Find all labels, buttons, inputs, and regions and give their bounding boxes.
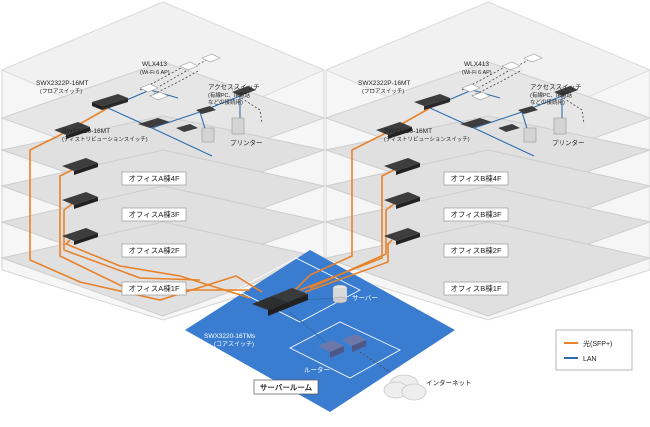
- access-switch-icon: [460, 118, 492, 128]
- core-switches: [252, 288, 308, 316]
- floor-switch-2f-icon: [62, 228, 98, 241]
- access-switch-icon: [176, 124, 198, 132]
- router-icon: [342, 334, 366, 346]
- ap-icon: [471, 91, 491, 101]
- router-zone: [289, 321, 401, 379]
- access-switch-label: アクセススイッチ: [208, 83, 260, 91]
- floor-label-4f: オフィスA棟4F: [128, 173, 180, 183]
- left-floor-labels: オフィスA棟4F オフィスA棟3F オフィスA棟2F オフィスA棟1F: [121, 171, 187, 296]
- ap-icon: [501, 61, 521, 71]
- access-switch-icon: [554, 86, 578, 96]
- ap-icon: [149, 91, 169, 101]
- core-switch-label: SWX3220-16TMs: [204, 333, 256, 340]
- server-label: サーバー: [352, 294, 378, 302]
- printer-icon: [553, 117, 567, 135]
- printer-icon: [231, 117, 245, 135]
- dist-switch-label: SWX3220-16MT: [62, 128, 110, 135]
- ap-sublabel: (Wi-Fi 6 AP): [140, 70, 170, 76]
- floor-switch-icon: [92, 94, 128, 106]
- ap-icon: [523, 53, 543, 63]
- left-labels: SWX2322P-16MT (フロアスイッチ) SWX3220-16MT (ディ…: [36, 61, 263, 147]
- ap-icon: [179, 61, 199, 71]
- floor-label-3f: オフィスA棟3F: [128, 209, 180, 219]
- printer-label: プリンター: [552, 138, 585, 147]
- floor-switch-3f-icon: [384, 192, 420, 205]
- floor-switch-sublabel: (フロアスイッチ): [362, 88, 404, 95]
- core-switch-icon: [272, 288, 308, 302]
- ap-icon: [461, 83, 481, 93]
- access-switch-icon: [196, 106, 216, 114]
- server-icon: [332, 284, 348, 304]
- server-room-labels: SWX3220-16TMs (コアスイッチ) サーバー ルーター サーバールーム…: [204, 294, 472, 395]
- floor-label-2f: オフィスB棟2F: [450, 245, 502, 255]
- floor-label-1f: オフィスB棟1F: [450, 283, 502, 293]
- legend-lan-label: LAN: [583, 356, 597, 363]
- floor-label-2f: オフィスA棟2F: [128, 245, 180, 255]
- access-switch-sublabel-2: などの接続用): [208, 98, 243, 106]
- right-printer: [523, 117, 567, 143]
- floor-switch-label: SWX2322P-16MT: [358, 80, 410, 87]
- dist-switch-sublabel: (ディストリビューションスイッチ): [384, 135, 470, 143]
- router-icon: [318, 340, 344, 352]
- access-switch-sublabel-1: (有線PC、IP電話: [208, 91, 251, 99]
- floor-switch-3f-icon: [62, 192, 98, 205]
- printer-label: プリンター: [230, 138, 263, 147]
- ap-icon: [201, 53, 221, 63]
- floor-slab-1f: [324, 221, 650, 317]
- core-switch-sublabel: (コアスイッチ): [214, 341, 254, 348]
- floor-label-1f: オフィスA棟1F: [128, 283, 180, 293]
- printer-icon: [201, 127, 215, 143]
- floor-slab-1f: [0, 221, 326, 317]
- dist-switch-sublabel: (ディストリビューションスイッチ): [62, 135, 148, 143]
- internet-label: インターネット: [426, 378, 472, 387]
- right-labels: SWX2322P-16MT (フロアスイッチ) SWX3220-16MT (ディ…: [358, 61, 585, 147]
- legend-fiber-label: 光(SFP+): [583, 339, 612, 348]
- server-room-label: サーバールーム: [260, 383, 313, 392]
- routers: [318, 334, 366, 358]
- ap-label: WLX413: [464, 61, 489, 68]
- floor-switch-2f-icon: [384, 228, 420, 241]
- dist-switch-icon: [54, 122, 90, 135]
- ap-sublabel: (Wi-Fi 6 AP): [462, 70, 492, 76]
- left-aps: [139, 53, 221, 101]
- dist-switch-icon: [376, 122, 412, 135]
- ap-label: WLX413: [142, 61, 167, 68]
- floor-switch-icon: [414, 94, 450, 106]
- right-building: [324, 1, 650, 321]
- fiber-cables: [29, 107, 431, 301]
- access-switch-sublabel-1: (有線PC、IP電話: [530, 91, 573, 99]
- legend: 光(SFP+) LAN: [555, 329, 633, 371]
- floor-switch-4f-icon: [384, 158, 420, 171]
- ap-icon: [139, 83, 159, 93]
- access-switch-icon: [498, 124, 520, 132]
- access-switch-icon: [232, 86, 256, 96]
- floor-switch-label: SWX2322P-16MT: [36, 80, 88, 87]
- router-label: ルーター: [304, 365, 330, 374]
- floor-label-3f: オフィスB棟3F: [450, 209, 502, 219]
- access-switch-icon: [518, 106, 538, 114]
- internet-cloud-icon: [383, 374, 427, 401]
- right-aps: [461, 53, 543, 101]
- access-switch-sublabel-2: などの接続用): [530, 98, 565, 106]
- floor-label-4f: オフィスB棟4F: [450, 173, 502, 183]
- floor-switch-4f-icon: [62, 158, 98, 171]
- left-printer: [201, 117, 245, 143]
- printer-icon: [523, 127, 537, 143]
- right-floor-labels: オフィスB棟4F オフィスB棟3F オフィスB棟2F オフィスB棟1F: [443, 171, 509, 296]
- dist-switch-label: SWX3220-16MT: [384, 128, 432, 135]
- core-switch-icon: [252, 296, 288, 310]
- floor-switch-sublabel: (フロアスイッチ): [40, 88, 82, 95]
- access-switch-icon: [138, 118, 170, 128]
- access-switch-label: アクセススイッチ: [530, 83, 582, 91]
- right-devices: [376, 86, 578, 245]
- left-devices: [54, 86, 256, 245]
